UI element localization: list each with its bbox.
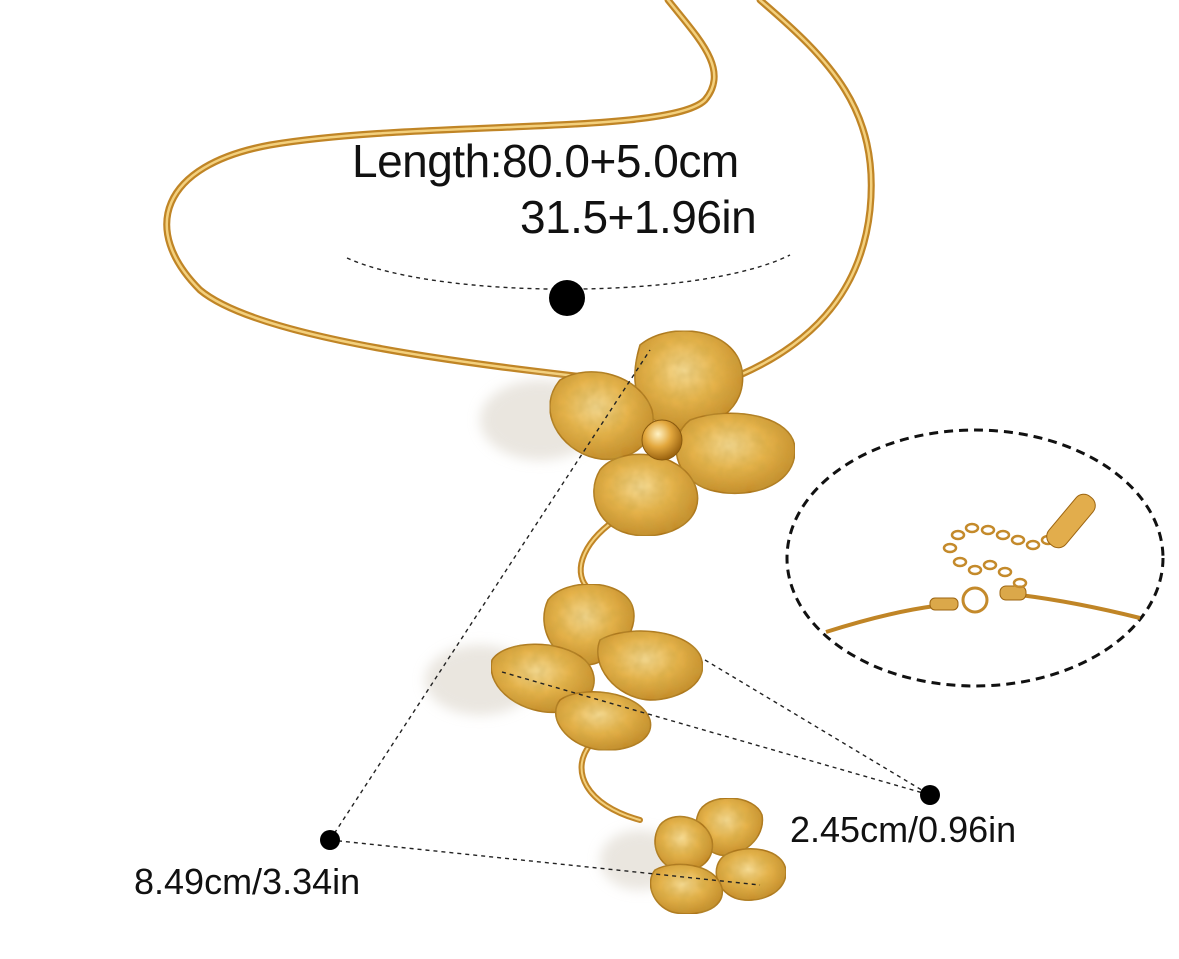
large-flower [549, 330, 796, 537]
flower-width-label: 2.45cm/0.96in [790, 809, 1017, 850]
flower-marker-dot [920, 785, 940, 805]
pendant-marker-dot [320, 830, 340, 850]
flower-center-bead [641, 419, 683, 461]
length-marker-dot [549, 280, 585, 316]
pendant-length-label: 8.49cm/3.34in [134, 861, 361, 902]
clasp-detail [785, 428, 1165, 688]
length-label-cm: Length:80.0+5.0cm [352, 135, 739, 187]
small-flower [649, 797, 787, 915]
medium-flower [490, 583, 704, 751]
measurement-guides [329, 254, 931, 886]
length-label-in: 31.5+1.96in [520, 191, 757, 243]
necklace-chain [163, 0, 875, 384]
